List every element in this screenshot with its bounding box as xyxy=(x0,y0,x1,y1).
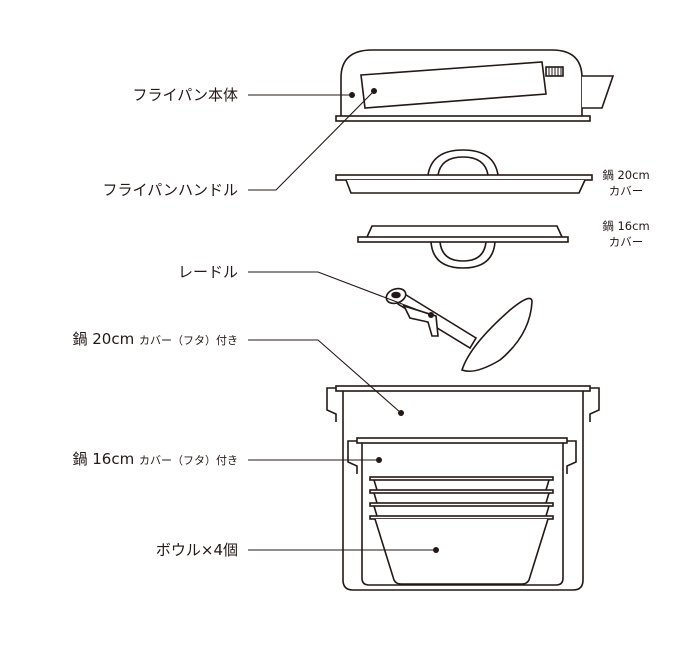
cover-20cm-name: カバー xyxy=(608,184,644,198)
frying-pan-illustration xyxy=(335,49,615,122)
cover-16cm-size: 鍋 16cm xyxy=(602,219,650,233)
cover-16cm-illustration xyxy=(357,225,569,269)
leader-lines xyxy=(248,90,436,551)
leader-dots xyxy=(349,88,439,553)
label-frying-pan-handle: フライパンハンドル xyxy=(102,181,238,199)
label-cover-16cm: 鍋 16cm カバー xyxy=(598,218,654,250)
label-pot-20cm-suffix: カバー（フタ）付き xyxy=(139,334,238,347)
label-pot-16cm: 鍋 16cm カバー（フタ）付き xyxy=(73,450,239,470)
label-frying-pan-body: フライパン本体 xyxy=(132,86,238,104)
label-pot-20cm: 鍋 20cm カバー（フタ）付き xyxy=(73,330,239,350)
label-pot-16cm-suffix: カバー（フタ）付き xyxy=(139,454,238,467)
ladle-illustration xyxy=(385,287,533,373)
label-ladle: レードル xyxy=(177,263,238,281)
label-pot-20cm-size: 鍋 20cm xyxy=(72,330,135,348)
label-cover-20cm: 鍋 20cm カバー xyxy=(598,167,654,199)
cover-20cm-size: 鍋 20cm xyxy=(602,168,650,182)
cover-16cm-name: カバー xyxy=(608,235,644,249)
bowls-illustration xyxy=(369,476,554,585)
label-pot-16cm-size: 鍋 16cm xyxy=(72,450,135,468)
label-bowls: ボウル×4個 xyxy=(155,541,238,559)
cover-20cm-illustration xyxy=(335,149,593,194)
